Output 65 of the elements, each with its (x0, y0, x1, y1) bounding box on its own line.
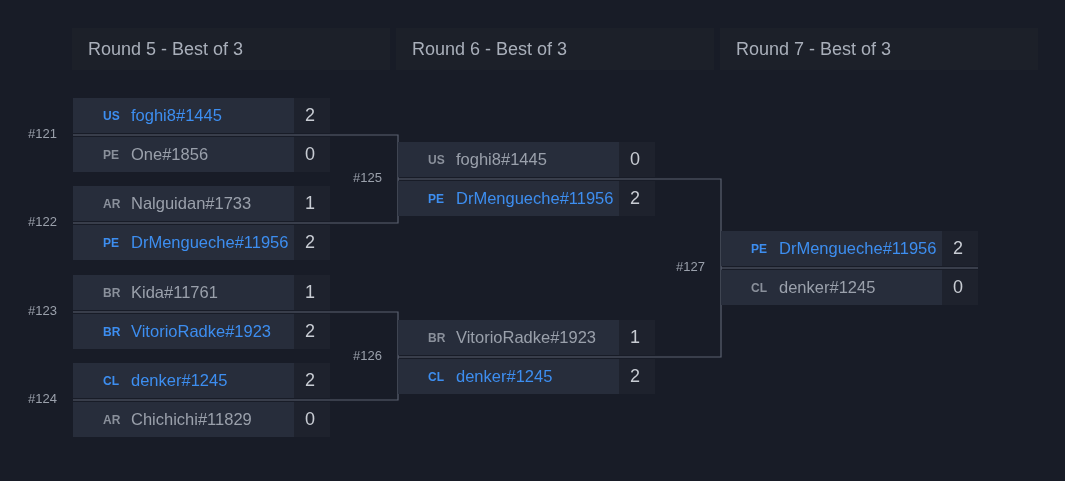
bracket-line (329, 178, 399, 224)
player-name: Kida#11761 (131, 283, 218, 302)
player-name: foghi8#1445 (131, 106, 222, 125)
score-value: 0 (630, 149, 640, 170)
country-code: PE (103, 236, 119, 250)
country-code: CL (103, 374, 119, 388)
player-name: DrMengueche#11956 (456, 189, 614, 208)
player-name: foghi8#1445 (456, 150, 547, 169)
bracket-line (329, 311, 399, 358)
player-name: DrMengueche#11956 (779, 239, 937, 258)
score-value: 2 (305, 321, 315, 342)
bracket-line (654, 178, 722, 269)
match-number: #125 (353, 170, 382, 185)
match-card (721, 231, 978, 305)
bracket-line (329, 356, 399, 401)
country-code: CL (751, 281, 767, 295)
match-card (398, 320, 655, 394)
country-code: BR (103, 325, 121, 339)
match-number: #127 (676, 259, 705, 274)
country-code: US (103, 109, 120, 123)
match-number: #126 (353, 348, 382, 363)
match-card (73, 98, 330, 172)
score-value: 2 (630, 366, 640, 387)
score-value: 0 (305, 409, 315, 430)
country-code: BR (428, 331, 446, 345)
match-card (73, 363, 330, 437)
score-value: 0 (305, 144, 315, 165)
player-name: One#1856 (131, 145, 209, 164)
bracket-line (654, 267, 722, 358)
score-value: 1 (630, 327, 640, 348)
match-card (73, 186, 330, 260)
country-code: AR (103, 197, 121, 211)
score-value: 1 (305, 193, 315, 214)
score-value: 1 (305, 282, 315, 303)
player-name: denker#1245 (131, 371, 228, 390)
player-name: Nalguidan#1733 (131, 194, 252, 213)
country-code: PE (103, 148, 119, 162)
match-number: #122 (28, 214, 57, 229)
score-value: 2 (305, 105, 315, 126)
match-number: #124 (28, 391, 57, 406)
match-number: #123 (28, 303, 57, 318)
bracket-line (329, 134, 399, 180)
score-value: 0 (953, 277, 963, 298)
score-value: 2 (630, 188, 640, 209)
match-card (73, 275, 330, 349)
round-title: Round 6 - Best of 3 (412, 39, 568, 60)
player-name: denker#1245 (456, 367, 553, 386)
score-value: 2 (305, 370, 315, 391)
country-code: CL (428, 370, 444, 384)
round-title: Round 5 - Best of 3 (88, 39, 244, 60)
country-code: PE (751, 242, 767, 256)
player-name: VitorioRadke#1923 (456, 328, 597, 347)
country-code: PE (428, 192, 444, 206)
match-number: #121 (28, 126, 57, 141)
score-value: 2 (953, 238, 963, 259)
score-value: 2 (305, 232, 315, 253)
country-code: US (428, 153, 445, 167)
country-code: BR (103, 286, 121, 300)
player-name: DrMengueche#11956 (131, 233, 289, 252)
player-name: Chichichi#11829 (131, 410, 252, 429)
player-name: denker#1245 (779, 278, 876, 297)
player-name: VitorioRadke#1923 (131, 322, 272, 341)
match-card (398, 142, 655, 216)
country-code: AR (103, 413, 121, 427)
round-title: Round 7 - Best of 3 (736, 39, 892, 60)
